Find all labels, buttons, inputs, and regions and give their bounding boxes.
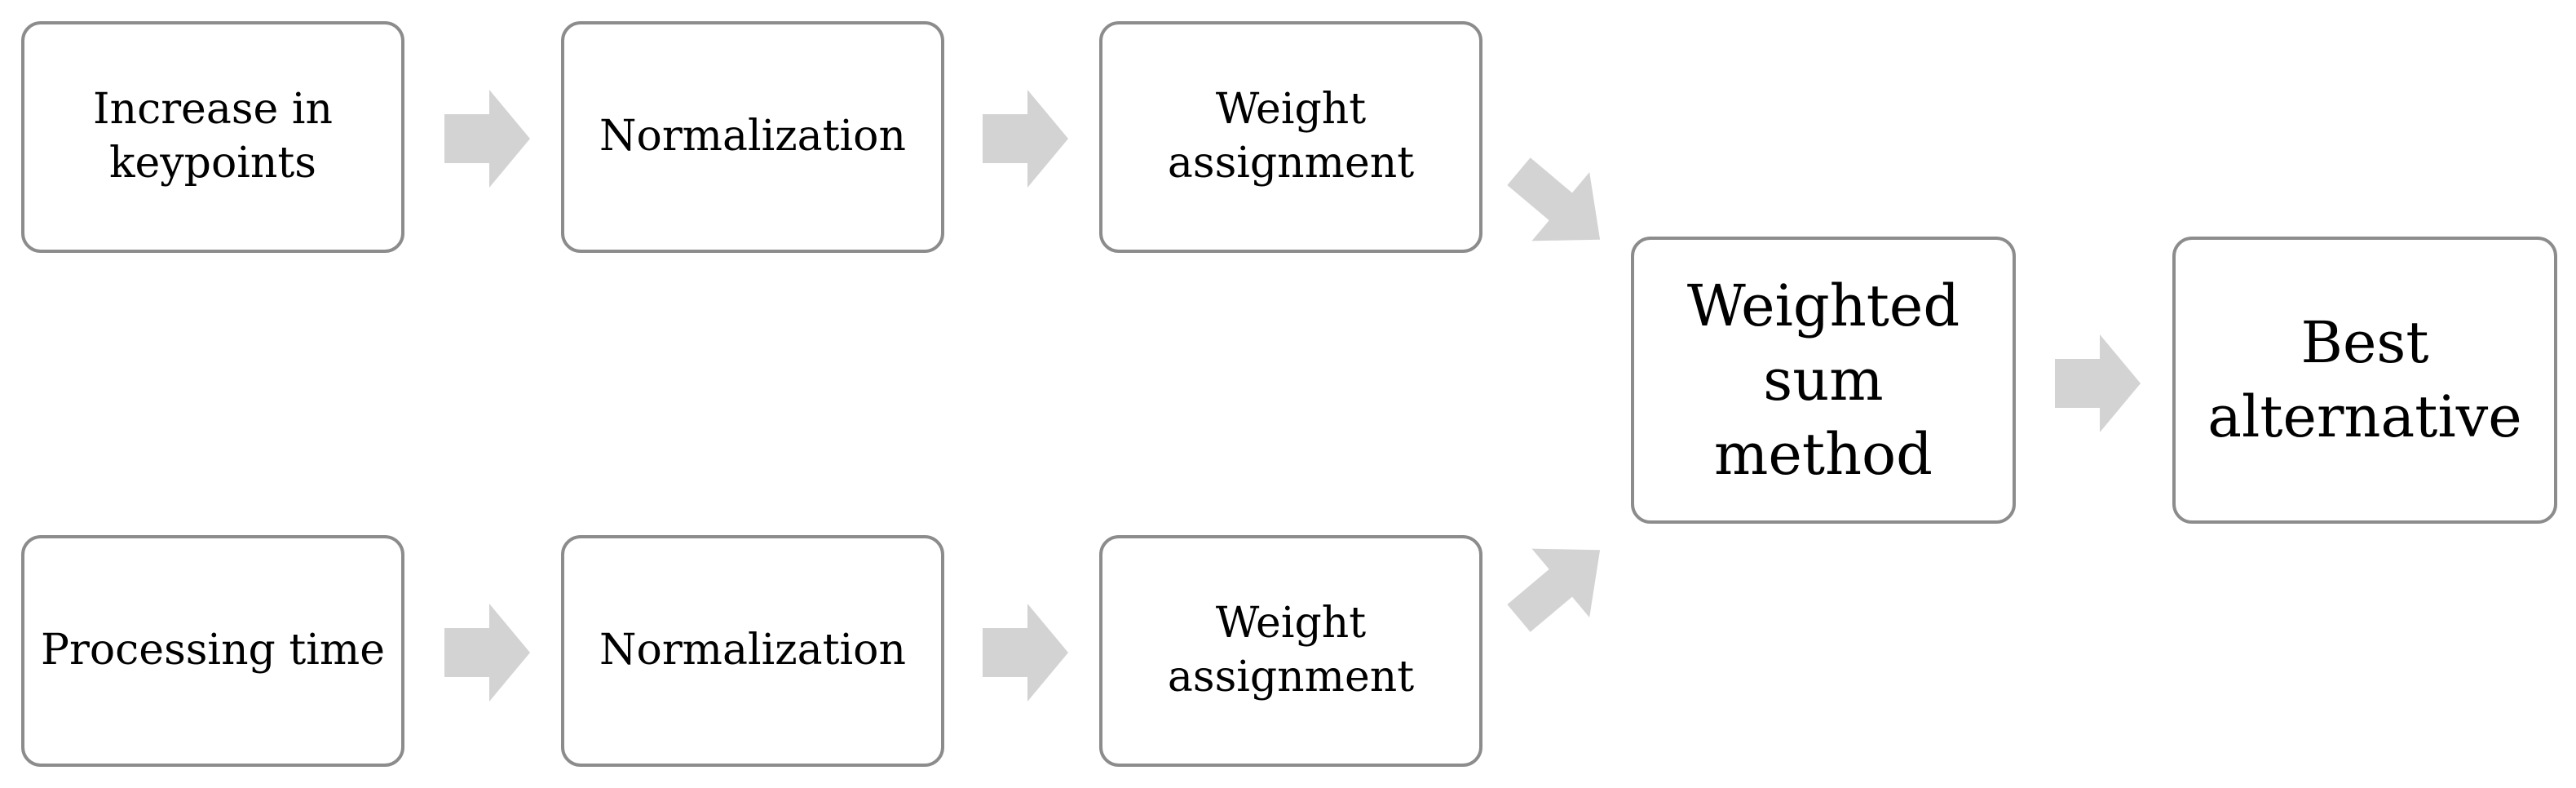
- node-label: Normalization: [599, 626, 906, 675]
- arrow-right-icon: [444, 604, 530, 702]
- arrow-right-icon: [2055, 334, 2141, 432]
- node-label: Best alternative: [2207, 309, 2522, 450]
- arrow-diagonal-up-icon: [1507, 548, 1601, 632]
- node-normalization-bottom: Normalization: [561, 535, 944, 767]
- node-processing-time: Processing time: [21, 535, 404, 767]
- arrow-right-icon: [983, 604, 1068, 702]
- node-label: Increase in keypoints: [93, 85, 333, 188]
- node-label: Weighted sum method: [1686, 272, 1960, 488]
- node-weighted-sum-method: Weighted sum method: [1631, 237, 2016, 524]
- arrow-right-icon: [444, 90, 530, 188]
- node-label: Normalization: [599, 112, 906, 162]
- arrow-diagonal-down-icon: [1507, 157, 1601, 241]
- node-weight-assignment-top: Weight assignment: [1099, 21, 1482, 253]
- node-weight-assignment-bottom: Weight assignment: [1099, 535, 1482, 767]
- node-increase-in-keypoints: Increase in keypoints: [21, 21, 404, 253]
- node-label: Weight assignment: [1167, 599, 1415, 702]
- node-best-alternative: Best alternative: [2172, 237, 2557, 524]
- arrow-right-icon: [983, 90, 1068, 188]
- node-normalization-top: Normalization: [561, 21, 944, 253]
- node-label: Weight assignment: [1167, 85, 1415, 188]
- node-label: Processing time: [41, 626, 385, 675]
